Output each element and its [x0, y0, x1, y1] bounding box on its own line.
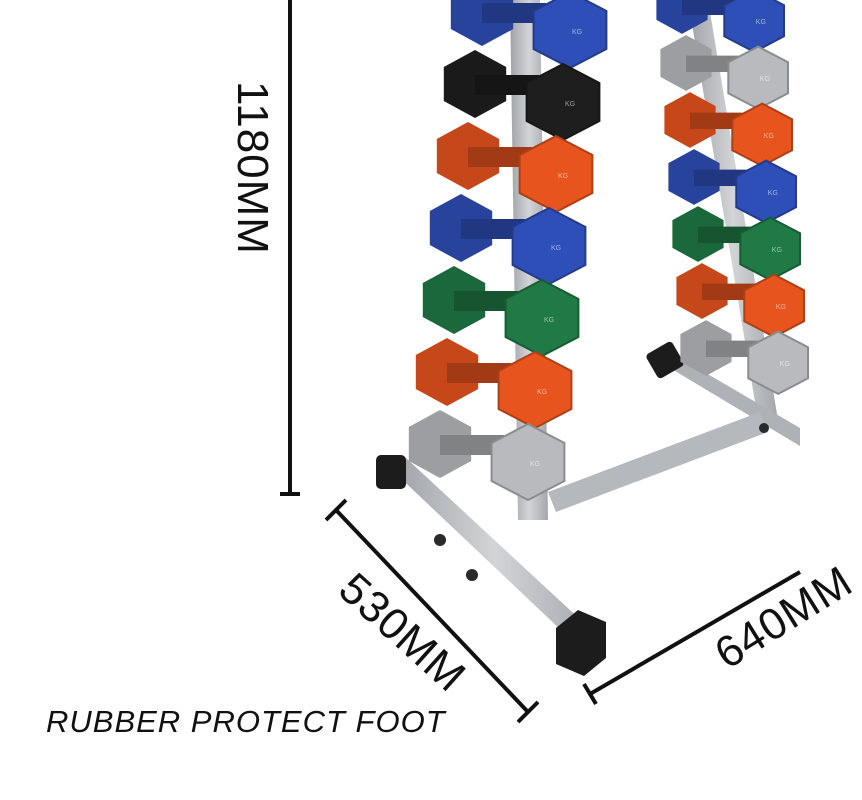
weight-label: KG — [572, 29, 582, 36]
weight-label: KG — [756, 19, 766, 26]
weight-label: KG — [780, 361, 790, 368]
rubber-foot-rear — [376, 455, 406, 489]
weight-label: KG — [772, 247, 782, 254]
height-dimension-label: 1180MM — [228, 81, 277, 255]
back-dumbbell: KG — [656, 0, 785, 54]
weight-label: KG — [551, 245, 561, 252]
depth-dimension-line — [324, 498, 540, 724]
width-dimension-line — [582, 570, 802, 706]
height-dimension-line — [280, 0, 300, 496]
back-dumbbell: KG — [660, 35, 789, 111]
front-dumbbell: KG — [422, 266, 580, 358]
dumbbell-rack-illustration: KG KG KG KG KG KG KG KG KG KG KG KG KG KG — [280, 0, 809, 724]
front-dumbbell: KG — [450, 0, 608, 70]
weight-label: KG — [544, 317, 554, 324]
weight-label: KG — [558, 173, 568, 180]
back-dumbbell: KG — [668, 149, 797, 225]
weight-label: KG — [530, 461, 540, 468]
weight-label: KG — [537, 389, 547, 396]
front-dumbbell: KG — [443, 50, 601, 142]
back-dumbbell: KG — [664, 92, 793, 168]
rubber-foot-caption: RUBBER PROTECT FOOT — [46, 704, 446, 739]
front-dumbbell-column: KG KG KG KG KG KG KG — [408, 0, 608, 502]
back-dumbbell: KG — [672, 206, 801, 282]
rubber-foot-front — [556, 610, 606, 676]
weight-label: KG — [565, 101, 575, 108]
back-dumbbell: KG — [680, 320, 809, 396]
weight-label: KG — [776, 304, 786, 311]
front-dumbbell: KG — [415, 338, 573, 430]
front-dumbbell: KG — [429, 194, 587, 286]
weight-label: KG — [768, 190, 778, 197]
weight-label: KG — [760, 76, 770, 83]
back-dumbbell-column: KG KG KG KG KG KG KG — [656, 0, 809, 396]
weight-label: KG — [764, 133, 774, 140]
front-dumbbell: KG — [436, 122, 594, 214]
front-dumbbell: KG — [408, 410, 566, 502]
back-dumbbell: KG — [676, 263, 805, 339]
